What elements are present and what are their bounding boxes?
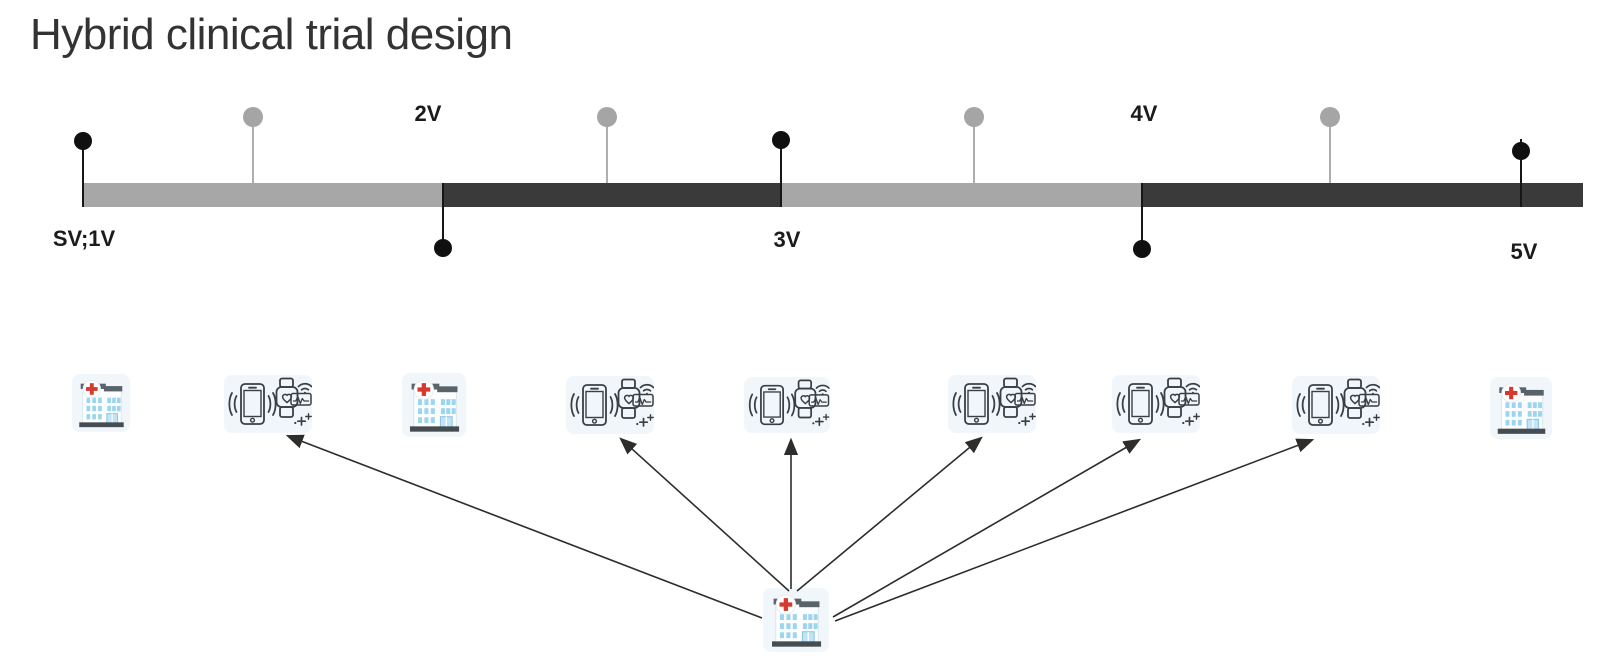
smartphone-and-smartwatch-icon (1292, 376, 1380, 434)
phone-watch-icon-art (1292, 376, 1380, 434)
arrow-to-group-4 (796, 436, 983, 592)
marker-label: SV;1V (52, 226, 116, 251)
marker-label: 2V (414, 101, 442, 126)
marker-stem (1520, 139, 1522, 207)
marker-label: 3V (773, 227, 801, 252)
clinic-icon-art (72, 374, 130, 432)
clinic-building-icon (1490, 377, 1552, 439)
marker-dot (1133, 240, 1151, 258)
timeline-segment-4 (1142, 183, 1583, 207)
smartphone-and-smartwatch-icon (566, 376, 654, 434)
marker-dot (772, 131, 790, 149)
phone-watch-icon-art (566, 376, 654, 434)
gray-marker-dot (964, 107, 984, 127)
marker-label: 5V (1510, 239, 1538, 264)
clinic-icon-art (763, 588, 829, 652)
marker-stem (780, 140, 782, 207)
smartphone-and-smartwatch-icon (224, 375, 312, 433)
clinic-icon-art (402, 373, 466, 437)
smartphone-and-smartwatch-icon (744, 377, 830, 433)
gray-marker-stem (252, 117, 254, 183)
timeline-segment-1 (84, 183, 443, 207)
clinic-building-icon (402, 373, 466, 437)
marker-stem (442, 183, 444, 248)
timeline-bar (84, 183, 1583, 207)
gray-marker-stem (973, 117, 975, 183)
marker-stem (1141, 183, 1143, 249)
phone-watch-icon-art (1112, 375, 1200, 433)
phone-watch-icon-art (744, 377, 830, 433)
clinic-building-icon (72, 374, 130, 432)
page-title: Hybrid clinical trial design (30, 10, 513, 59)
marker-dot (434, 239, 452, 257)
smartphone-and-smartwatch-icon (1112, 375, 1200, 433)
arrow-to-group-2 (619, 437, 790, 592)
timeline-segment-2 (443, 183, 781, 207)
arrow-to-group-1 (285, 434, 763, 619)
marker-label: 4V (1130, 101, 1158, 126)
marker-dot (74, 132, 92, 150)
gray-marker-dot (1320, 107, 1340, 127)
arrow-to-group-6 (834, 438, 1315, 622)
gray-marker-dot (243, 107, 263, 127)
gray-marker-stem (1329, 117, 1331, 183)
timeline-segment-3 (781, 183, 1142, 207)
clinic-icon-art (1490, 377, 1552, 439)
phone-watch-icon-art (224, 375, 312, 433)
gray-marker-stem (606, 117, 608, 183)
hub-clinic-building-icon (763, 588, 829, 652)
phone-watch-icon-art (948, 375, 1036, 433)
gray-marker-dot (597, 107, 617, 127)
arrow-to-group-5 (832, 438, 1142, 618)
marker-stem (82, 141, 84, 207)
marker-dot (1512, 142, 1530, 160)
smartphone-and-smartwatch-icon (948, 375, 1036, 433)
